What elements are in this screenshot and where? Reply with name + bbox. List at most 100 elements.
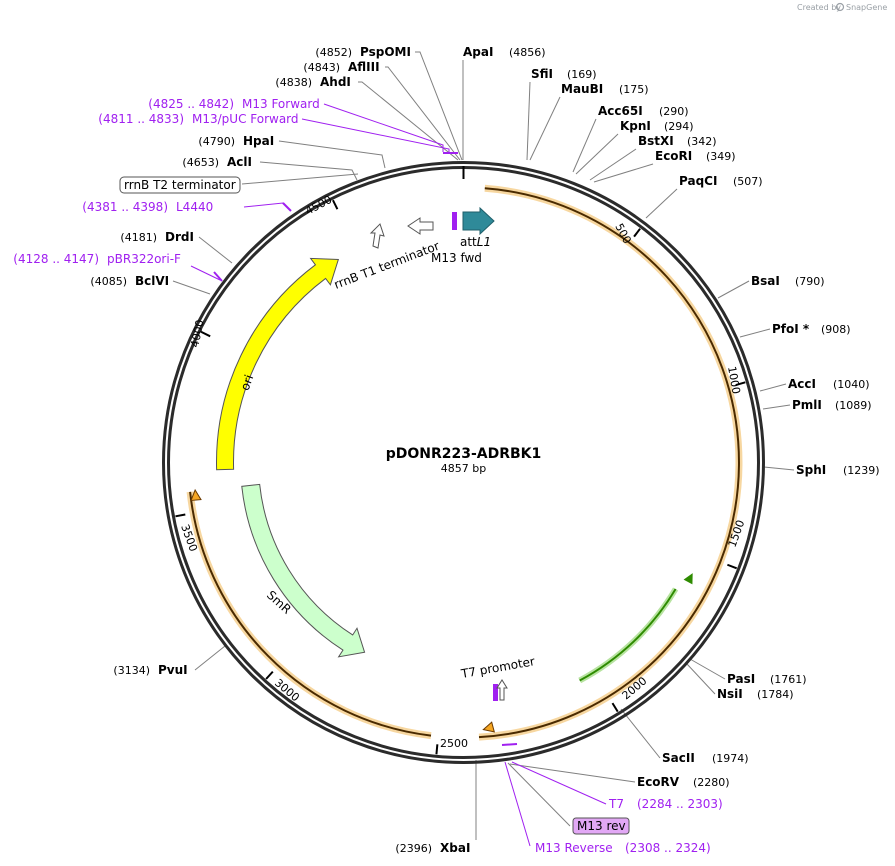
rrnb-t2-box-frame [119,176,241,194]
feature-arcs [186,184,743,741]
leader-afliii [385,66,461,161]
enzyme-label-sacii[interactable]: SacII(1974) [662,751,749,765]
enzyme-label-pasi[interactable]: PasI(1761) [727,672,807,686]
enzyme-name: BclVI [135,274,169,288]
enzyme-label-afliii[interactable]: (4843)AflIII [303,60,379,74]
attl1-feature[interactable] [452,206,495,236]
leader-drdi [198,236,233,264]
enzyme-label-paqci[interactable]: PaqCI(507) [679,174,763,188]
rrnb-t2-arrow [369,223,385,249]
leader-m13-rev-box [507,762,571,827]
primer-name: M13/pUC Forward [192,112,299,126]
enzyme-label-sfii[interactable]: SfiI (169) [531,67,597,81]
enzyme-label-pvui[interactable]: (3134)PvuI [113,663,187,677]
tick-mark [633,228,641,238]
ori-arrow[interactable] [216,257,340,471]
leader-acli [259,161,358,181]
rrnb-t1-terminator-feature[interactable] [369,217,434,249]
promoter-arc[interactable] [579,588,677,682]
m13-rev-box[interactable]: M13 rev [572,817,630,835]
primer-label-t7[interactable]: T7(2284 .. 2303) [608,797,723,811]
rrnb-t2-label: rrnB T2 terminator [124,178,236,192]
backbone-outer-ring [162,161,765,764]
enzyme-label-pmli[interactable]: PmlI(1089) [792,398,872,412]
enzyme-label-xbai[interactable]: (2396)XbaI [395,841,470,855]
primer-label-l4440[interactable]: (4381 .. 4398)L4440 [82,200,213,214]
leader-ecori [593,163,654,183]
tick-mark [735,381,746,387]
enzyme-name: SacII [662,751,695,765]
primer-label-m13-puc-forward[interactable]: (4811 .. 4833) M13/pUC Forward [98,112,298,126]
right-enzyme-labels: ApaI(4856) SfiI (169) MauBI(175) Acc65I(2… [463,45,880,789]
enzyme-name: SfiI [531,67,553,81]
primer-label-pbr322ori-f[interactable]: (4128 .. 4147)pBR322ori-F [13,252,181,266]
watermark-brand: SnapGene [846,3,887,12]
m13-rev-label: M13 rev [577,819,626,833]
enzyme-label-hpai[interactable]: (4790)HpaI [198,134,274,148]
leader-paqci [645,188,678,219]
ori-label: ori [238,373,256,392]
leader-l4440 [243,202,289,209]
t7-promoter-feature[interactable] [493,679,508,701]
leader-acc65i [572,118,597,173]
enzyme-label-bstxi[interactable]: BstXI(342) [638,134,717,148]
primer-name: pBR322ori-F [107,252,181,266]
enzyme-label-apai[interactable]: ApaI(4856) [463,45,546,59]
enzyme-name: BstXI [638,134,674,148]
primer-mark-l4440 [282,202,292,212]
enzyme-name: MauBI [561,82,603,96]
rrnb-t1-label: rrnB T1 terminator [332,239,441,292]
enzyme-pos: (169) [567,68,597,81]
leader-pasi [689,658,726,680]
enzyme-label-acli[interactable]: (4653)AclI [182,155,252,169]
enzyme-label-pfoi[interactable]: PfoI *(908) [772,322,851,336]
snapgene-watermark: Created by SnapGene [797,2,887,12]
orf-arc-forward[interactable] [478,187,740,739]
enzyme-pos: (4085) [90,275,127,288]
leader-nsii [686,663,716,695]
enzyme-pos: (290) [659,105,689,118]
enzyme-label-kpni[interactable]: KpnI(294) [620,119,694,133]
enzyme-label-ecori[interactable]: EcoRI(349) [655,149,736,163]
tick-mark [265,670,274,680]
enzyme-pos: (294) [664,120,694,133]
enzyme-label-maubi[interactable]: MauBI(175) [561,82,649,96]
enzyme-label-pspomi[interactable]: (4852)PspOMI [315,45,411,59]
enzyme-label-bsai[interactable]: BsaI(790) [751,274,825,288]
tick-mark [175,513,186,518]
leader-m13-forward [323,103,444,152]
enzyme-pos: (4181) [120,231,157,244]
enzyme-label-ecorv[interactable]: EcoRV(2280) [637,775,730,789]
orf-arc-forward-halo [478,184,743,741]
enzyme-name: EcoRI [655,149,692,163]
enzyme-label-acci[interactable]: AccI(1040) [788,377,870,391]
primer-label-m13-reverse[interactable]: M13 Reverse(2308 .. 2324) [535,841,711,855]
primer-range: (4811 .. 4833) [98,112,184,126]
enzyme-label-sphi[interactable]: SphI(1239) [796,463,880,477]
enzyme-pos: (4838) [275,76,312,89]
primer-range: (2284 .. 2303) [637,797,723,811]
enzyme-name: PspOMI [360,45,411,59]
primer-label-m13-forward[interactable]: (4825 .. 4842)M13 Forward [148,97,319,111]
enzyme-name: AclI [227,155,252,169]
enzyme-label-ahdi[interactable]: (4838)AhdI [275,75,350,89]
enzyme-pos: (2396) [395,842,432,855]
orf-arc-lower[interactable] [189,491,432,737]
tick-label: 1000 [725,365,743,395]
plasmid-name: pDONR223-ADRBK1 [386,446,542,462]
smr-arrow[interactable] [241,483,366,658]
enzyme-label-acc65i[interactable]: Acc65I(290) [598,104,689,118]
tick-label: 2500 [440,737,468,750]
enzyme-name: PaqCI [679,174,717,188]
enzyme-name: AccI [788,377,816,391]
attl1-label-suffix: L1 [477,235,491,249]
enzyme-label-drdi[interactable]: (4181)DrdI [120,230,194,244]
enzyme-label-nsii[interactable]: NsiI(1784) [717,687,794,701]
leader-bclvi [172,280,211,295]
tick-mark [435,744,439,755]
tick-label: 4000 [188,319,207,349]
m13-fwd-label: M13 fwd [431,251,482,265]
enzyme-label-bclvi[interactable]: (4085) BclVI [90,274,169,288]
rrnb-t2-terminator-box[interactable]: rrnB T2 terminator [119,176,241,194]
